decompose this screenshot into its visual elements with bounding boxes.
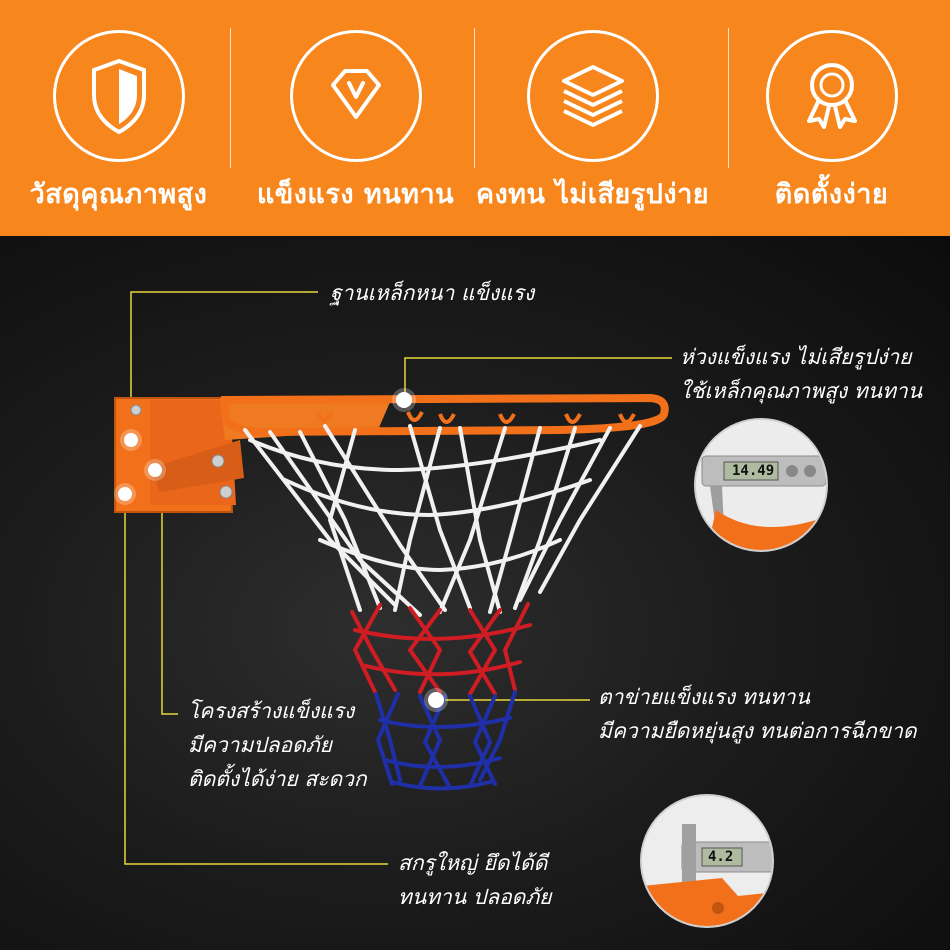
callout-text: ใช้เหล็กคุณภาพสูง ทนทาน [680, 379, 923, 403]
net-white [243, 424, 642, 617]
feature-icon-ring [765, 30, 898, 162]
award-ribbon-icon [806, 63, 857, 129]
leader-line-rim [404, 357, 672, 398]
callout-text: มีความปลอดภัย [188, 733, 332, 757]
leader-line-screw [124, 494, 388, 865]
divider [474, 28, 475, 168]
feature-strong-durable: แข็งแรง ทนทาน [237, 0, 474, 236]
feature-label: คงทน ไม่เสียรูปง่าย [475, 179, 710, 210]
hoop-illustration [114, 291, 672, 865]
callout-text: ฐานเหล็กหนา แข็งแรง [330, 281, 535, 305]
net-hooks [316, 411, 636, 424]
plate-caliper-reading: 4.2 [708, 849, 734, 865]
hoop-rim [221, 393, 669, 437]
feature-easy-install: ติดตั้งง่าย [713, 0, 950, 236]
layers-icon [561, 65, 624, 127]
rim-caliper-zoom: 14.49 [694, 418, 828, 552]
callout-text: ตาข่ายแข็งแรง ทนทาน [598, 685, 810, 709]
callout-net: ตาข่ายแข็งแรง ทนทาน มีความยืดหยุ่นสูง ทน… [598, 680, 917, 748]
callout-text: สกรูใหญ่ ยึดได้ดี [398, 851, 548, 875]
callout-frame: โครงสร้างแข็งแรง มีความปลอดภัย ติดตั้งได… [188, 694, 367, 796]
diamond-icon [330, 69, 381, 119]
feature-no-deform: คงทน ไม่เสียรูปง่าย [474, 0, 711, 236]
product-panel: ฐานเหล็กหนา แข็งแรง ห่วงแข็งแรง ไม่เสียร… [0, 236, 950, 950]
feature-icon-ring [52, 30, 185, 162]
feature-icon-ring [289, 30, 422, 162]
bolts [130, 404, 233, 499]
shield-icon [91, 58, 146, 135]
leader-line-base [130, 291, 318, 410]
callout-text: ติดตั้งได้ง่าย สะดวก [188, 767, 367, 791]
caliper-image [642, 796, 772, 926]
plate-caliper-zoom: 4.2 [640, 794, 774, 928]
leader-line-frame [161, 470, 178, 715]
feature-banner: วัสดุคุณภาพสูง แข็งแรง ทนทาน [0, 0, 950, 236]
marker-dots [114, 388, 448, 712]
feature-icon-ring [526, 30, 659, 162]
net-blue [374, 690, 517, 791]
feature-label: วัสดุคุณภาพสูง [29, 179, 208, 210]
feature-quality-material: วัสดุคุณภาพสูง [0, 0, 237, 236]
divider [728, 28, 729, 168]
callout-text: มีความยืดหยุ่นสูง ทนต่อการฉีกขาด [598, 719, 917, 743]
callout-rim: ห่วงแข็งแรง ไม่เสียรูปง่าย ใช้เหล็กคุณภา… [680, 340, 922, 408]
net-red [350, 602, 532, 696]
caliper-image [696, 420, 826, 550]
bracket-brace [150, 440, 244, 492]
divider [230, 28, 231, 168]
rim-caliper-reading: 14.49 [732, 463, 775, 479]
feature-label: ติดตั้งง่าย [774, 179, 889, 210]
callout-screw: สกรูใหญ่ ยึดได้ดี ทนทาน ปลอดภัย [398, 846, 551, 914]
callout-base: ฐานเหล็กหนา แข็งแรง [330, 276, 534, 310]
callout-text: โครงสร้างแข็งแรง [188, 699, 355, 723]
feature-label: แข็งแรง ทนทาน [256, 179, 455, 210]
callout-text: ห่วงแข็งแรง ไม่เสียรูปง่าย [680, 345, 912, 369]
callout-text: ทนทาน ปลอดภัย [398, 885, 552, 909]
